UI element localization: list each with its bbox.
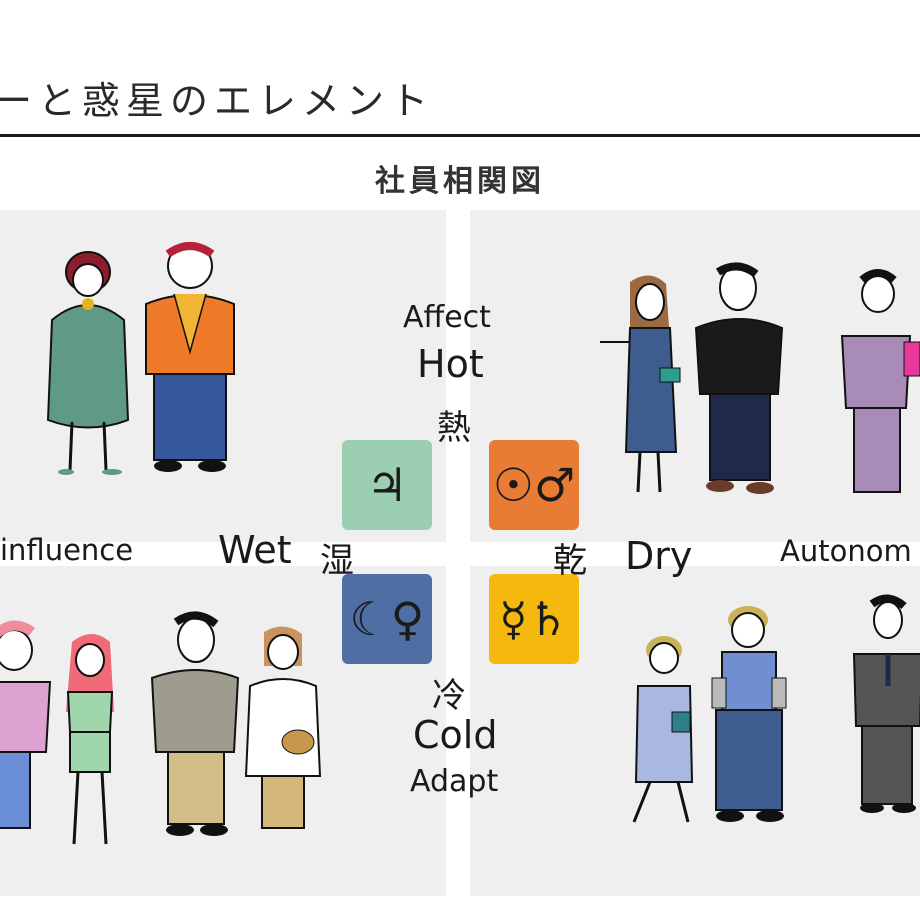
axis-top-quality-jp: 熱 <box>437 408 471 448</box>
jupiter-tile: ♃ <box>342 440 432 530</box>
person-grey-suit-illustration <box>852 594 920 813</box>
person-grey-jacket-illustration <box>150 611 240 836</box>
person-blue-dress-illustration <box>600 275 681 493</box>
person-black-jacket-illustration <box>694 262 784 494</box>
person-green-dress-illustration <box>46 251 130 475</box>
person-orange-shirt-illustration <box>145 242 235 472</box>
moon-venus-tile: ☾♀ <box>342 574 432 664</box>
sun-mars-tile: ☉♂ <box>489 440 579 530</box>
person-lightblue-dress-illustration <box>632 636 694 823</box>
person-green-top-illustration <box>66 634 114 845</box>
axis-bottom-label: Adapt <box>410 764 499 799</box>
header-divider <box>0 134 920 137</box>
page-title: ーと惑星のエレメント <box>0 79 435 123</box>
person-basket-woman-illustration <box>244 626 322 829</box>
person-binders-illustration <box>711 606 787 822</box>
person-lavender-suit-illustration <box>840 269 920 493</box>
jupiter-symbol: ♃ <box>366 458 408 512</box>
moon-venus-symbols: ☾♀ <box>349 592 425 646</box>
sun-mars-symbols: ☉♂ <box>492 458 576 512</box>
axis-top-quality: Hot <box>417 342 484 386</box>
axis-left-quality-jp: 湿 <box>320 541 354 581</box>
axis-bottom-quality-jp: 冷 <box>432 676 466 716</box>
mercury-saturn-tile: ☿♄ <box>489 574 579 664</box>
axis-right-label: Autonom <box>780 534 912 568</box>
chart-title: 社員相関図 <box>375 164 545 199</box>
axis-left-quality: Wet <box>218 528 292 572</box>
axis-bottom-quality: Cold <box>413 713 498 757</box>
mercury-saturn-symbols: ☿♄ <box>499 592 569 646</box>
axis-top-label: Affect <box>403 300 491 335</box>
axis-right-quality-jp: 乾 <box>553 541 587 581</box>
axis-left-label: influence <box>0 533 134 567</box>
axis-right-quality: Dry <box>625 534 693 578</box>
person-pink-sweater-illustration <box>0 620 52 829</box>
